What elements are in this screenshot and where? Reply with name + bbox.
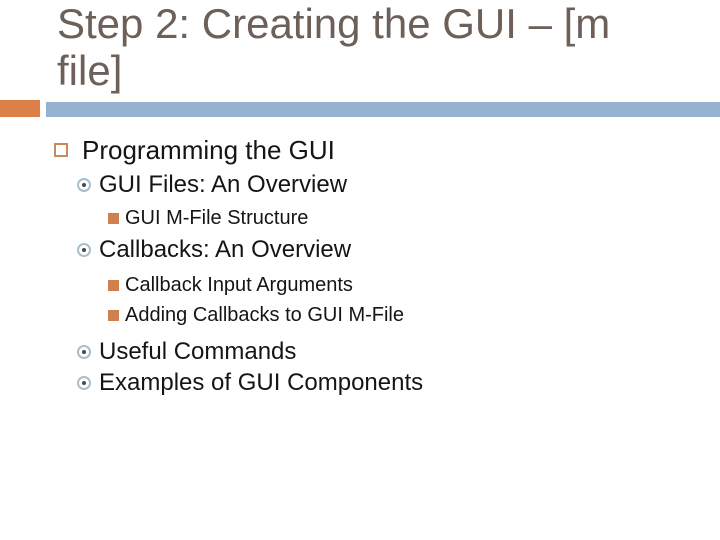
outline-item-level2: Examples of GUI Components bbox=[77, 368, 423, 398]
title-accent-square bbox=[0, 100, 40, 117]
outline-item-text: Examples of GUI Components bbox=[99, 369, 424, 396]
outline-item-level2: Useful Commands bbox=[77, 337, 296, 367]
target-bullet-icon bbox=[77, 243, 91, 257]
square-filled-bullet-icon bbox=[108, 310, 119, 321]
outline-item-level3: Adding Callbacks to GUI M-File bbox=[108, 303, 404, 328]
outline-item-level2: Callbacks: An Overview bbox=[77, 235, 351, 265]
target-bullet-icon bbox=[77, 178, 91, 192]
square-filled-bullet-icon bbox=[108, 213, 119, 224]
outline-item-text: Programming the GUI bbox=[82, 135, 335, 165]
outline-item-level1: Programming the GUI bbox=[54, 134, 335, 167]
outline-item-level3: Callback Input Arguments bbox=[108, 273, 353, 298]
outline-item-text: GUI Files: An Overview bbox=[99, 171, 348, 198]
target-bullet-icon bbox=[77, 376, 91, 390]
outline-item-text: Callbacks: An Overview bbox=[99, 236, 352, 263]
square-outline-bullet-icon bbox=[54, 143, 68, 158]
slide-title: Step 2: Creating the GUI – [m file] bbox=[57, 0, 611, 94]
outline-item-text: Callback Input Arguments bbox=[125, 274, 353, 296]
outline-item-text: Adding Callbacks to GUI M-File bbox=[125, 304, 404, 326]
target-bullet-icon bbox=[77, 345, 91, 359]
title-accent-bar bbox=[46, 102, 720, 117]
outline-item-level2: GUI Files: An Overview bbox=[77, 170, 347, 200]
outline-item-level3: GUI M-File Structure bbox=[108, 206, 308, 231]
outline-item-text: Useful Commands bbox=[99, 338, 297, 365]
square-filled-bullet-icon bbox=[108, 280, 119, 291]
outline-item-text: GUI M-File Structure bbox=[125, 207, 309, 229]
